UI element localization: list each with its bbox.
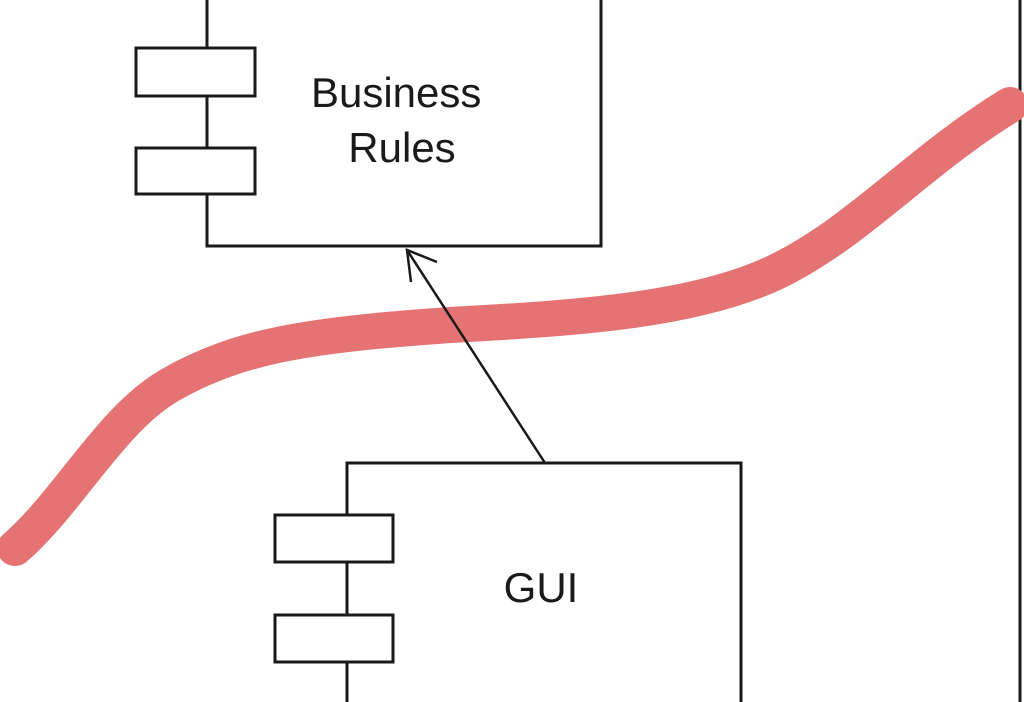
arrow-head [405, 248, 438, 283]
component-tab-bottom [273, 613, 395, 664]
component-tab-top [273, 513, 395, 564]
component-label: Business Rules [311, 69, 493, 171]
component-label: GUI [504, 564, 579, 611]
component-body [345, 461, 743, 702]
component-business-rules: Business Rules [134, 0, 603, 248]
component-tab-top [134, 46, 257, 98]
dependency-line [405, 249, 547, 464]
dependency-arrow [405, 248, 547, 464]
architectural-boundary-line [0, 87, 1024, 566]
component-gui: GUI [273, 461, 743, 702]
component-body [205, 0, 603, 248]
component-tab-bottom [134, 146, 257, 196]
